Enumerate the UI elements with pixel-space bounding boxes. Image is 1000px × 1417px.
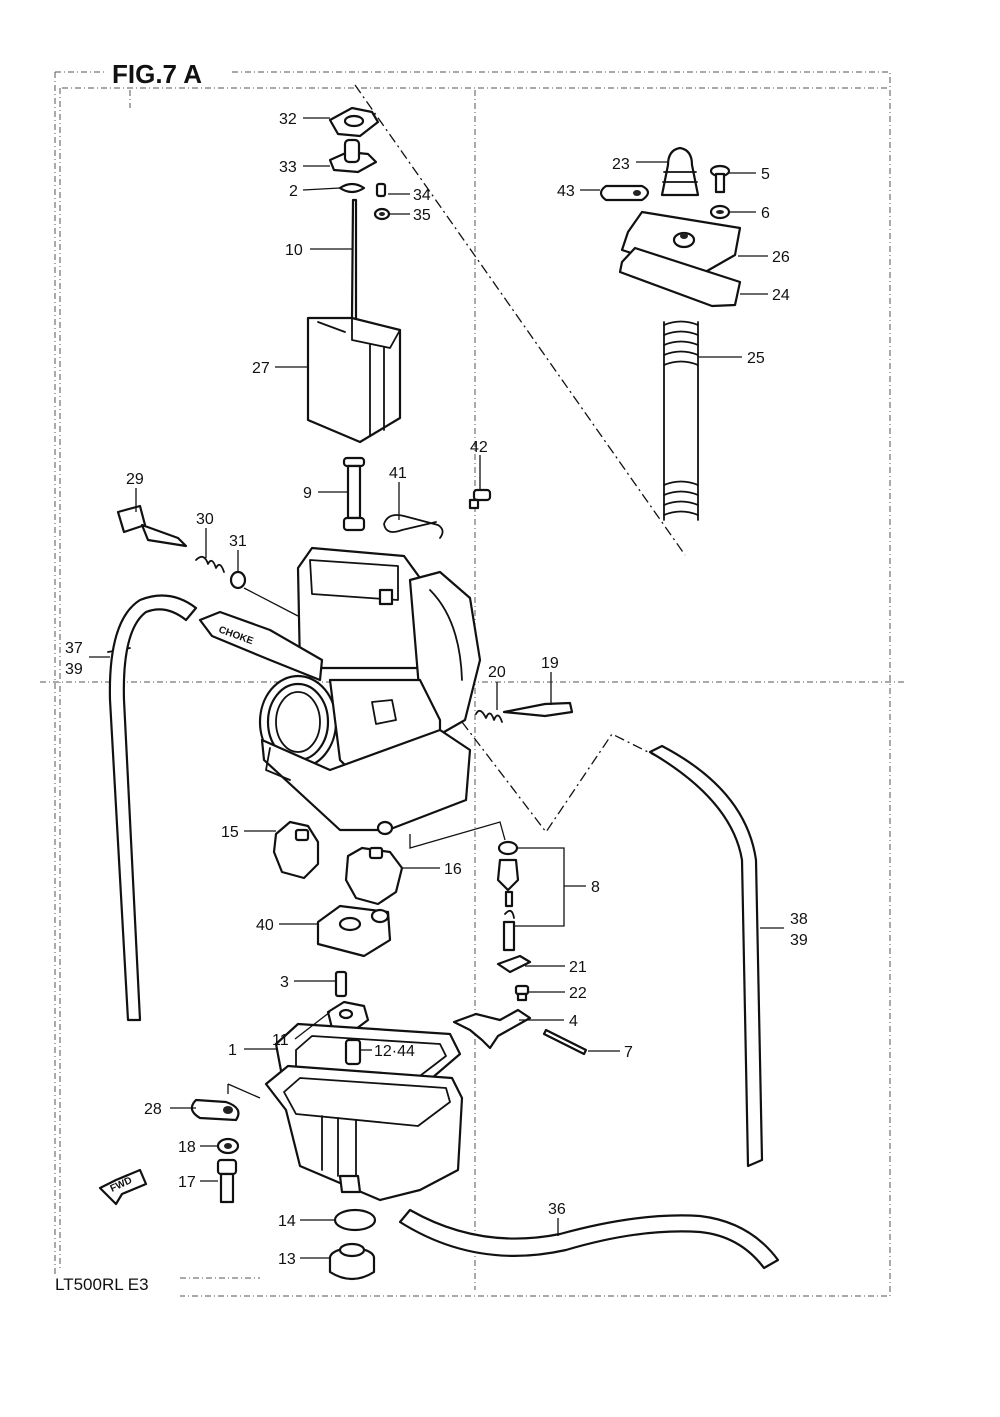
callout-4: 4 — [569, 1013, 578, 1030]
callout-18: 18 — [178, 1139, 196, 1156]
part-13-drain-plug — [328, 1242, 376, 1281]
part-43-plate — [599, 184, 650, 202]
callout-6: 6 — [761, 205, 770, 222]
callout-38-39: 39 — [790, 932, 808, 949]
part-30-spring — [195, 555, 225, 573]
assembly-guide-line — [354, 84, 686, 556]
part-18-washer — [216, 1137, 240, 1155]
callout-25: 25 — [747, 350, 765, 367]
carburetor-body: CHOKE — [107, 546, 482, 836]
part-10-jet-needle — [350, 198, 358, 334]
callout-28: 28 — [144, 1101, 162, 1118]
part-15-float — [272, 820, 320, 880]
callout-8: 8 — [591, 879, 600, 896]
callout-11: 11 — [272, 1032, 289, 1049]
callout-38: 38 — [790, 911, 808, 928]
part-27-throttle-slide — [306, 316, 402, 444]
part-7-float-pin — [542, 1028, 588, 1056]
part-9-needle-jet — [342, 456, 366, 532]
part-36-hose — [398, 1208, 780, 1270]
callout-32: 32 — [279, 111, 297, 128]
callout-36: 36 — [548, 1201, 566, 1218]
part-2-clip — [338, 182, 366, 194]
callout-33: 33 — [279, 159, 297, 176]
callout-13: 13 — [278, 1251, 296, 1268]
callout-21: 21 — [569, 959, 587, 976]
part-42-screw — [468, 488, 492, 510]
part-29-air-screw — [116, 504, 188, 548]
callout-14: 14 — [278, 1213, 296, 1230]
part-40-bracket — [316, 904, 392, 958]
part-38-hose — [648, 744, 764, 1168]
part-19-pilot-screw — [502, 701, 574, 718]
part-28-plate — [190, 1098, 240, 1122]
part-4-bracket — [452, 1008, 532, 1050]
callout-15: 15 — [221, 824, 239, 841]
callout-43: 43 — [557, 183, 575, 200]
part-32-cap-plate — [328, 106, 380, 138]
callout-34: 34 — [413, 187, 431, 204]
callout-41: 41 — [389, 465, 407, 482]
part-14-o-ring — [333, 1208, 377, 1232]
part-35-washer — [373, 207, 391, 221]
callout-37-39: 39 — [65, 661, 83, 678]
part-8-needle-valve — [496, 840, 520, 952]
float-bowl — [264, 1064, 464, 1202]
callout-7: 7 — [624, 1044, 633, 1061]
part-20-spring — [475, 709, 503, 723]
part-3-pilot-jet — [334, 970, 348, 998]
callout-19: 19 — [541, 655, 559, 672]
callout-35: 35 — [413, 207, 431, 224]
part-33-needle-holder — [328, 138, 378, 174]
callout-24: 24 — [772, 287, 790, 304]
callout-40: 40 — [256, 917, 274, 934]
callout-26: 26 — [772, 249, 790, 266]
jet-assembly-guide — [409, 821, 506, 849]
part-24-gasket — [618, 246, 742, 308]
callout-1: 1 — [228, 1042, 237, 1059]
part-31-o-ring — [229, 570, 247, 590]
forward-arrow-icon: FWD — [98, 1168, 148, 1206]
callout-12-44: 12·44 — [374, 1043, 415, 1060]
callout-29: 29 — [126, 471, 144, 488]
callout-3: 3 — [280, 974, 289, 991]
part-37-hose — [108, 594, 198, 1022]
figure-title: FIG.7 A — [112, 59, 202, 89]
part-34-screw — [375, 182, 387, 198]
callout-22: 22 — [569, 985, 587, 1002]
callout-37: 37 — [65, 640, 83, 657]
model-label: LT500RL E3 — [55, 1275, 149, 1294]
leader-lines — [89, 117, 784, 1259]
callout-20: 20 — [488, 664, 506, 681]
part-16-float — [344, 846, 404, 906]
part-23-boot — [660, 146, 700, 197]
part-5-screw — [709, 164, 731, 194]
part-21-float-pin-holder — [496, 954, 532, 974]
callout-9: 9 — [303, 485, 312, 502]
callout-10: 10 — [285, 242, 303, 259]
callout-30: 30 — [196, 511, 214, 528]
hose-routing-line — [461, 721, 657, 834]
callout-5: 5 — [761, 166, 770, 183]
callout-42: 42 — [470, 439, 488, 456]
part-6-washer — [709, 204, 731, 220]
callout-2: 2 — [289, 183, 298, 200]
callout-17: 17 — [178, 1174, 196, 1191]
callout-23: 23 — [612, 156, 630, 173]
part-17-bolt — [216, 1158, 238, 1204]
part-25-spring — [663, 320, 699, 521]
callout-31: 31 — [229, 533, 247, 550]
part-41-clip — [383, 514, 444, 539]
part-12-44-jet — [344, 1038, 362, 1066]
part-22-screw — [514, 984, 530, 1002]
callout-27: 27 — [252, 360, 270, 377]
callout-16: 16 — [444, 861, 462, 878]
callout-labels: 32 33 2 34 35 10 27 9 41 42 29 30 31 37 … — [65, 111, 808, 1268]
